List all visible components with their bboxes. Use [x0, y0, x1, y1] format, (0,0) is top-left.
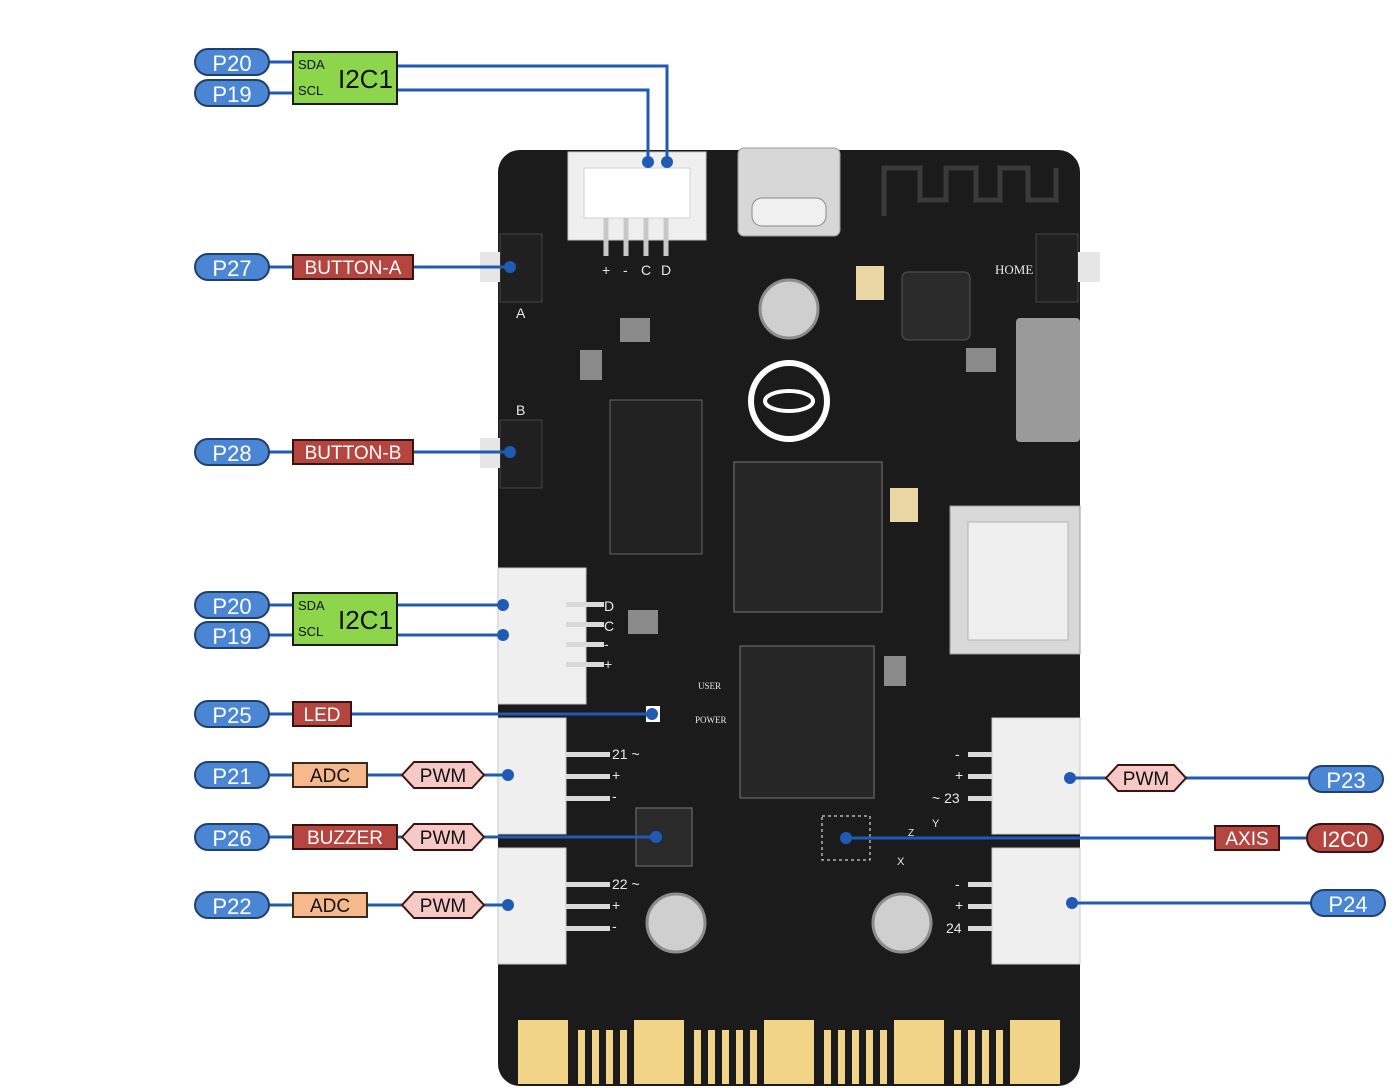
silk-side-minus: - [604, 636, 609, 652]
silk-button-a: A [516, 305, 526, 321]
pin-p19-top: P19 [194, 79, 270, 107]
silk-button-b: B [516, 402, 526, 418]
i2c-name: I2C1 [338, 64, 393, 94]
pwm-text-p23: PWM [1123, 769, 1169, 790]
silk-side-d: D [604, 598, 615, 614]
silk-power: POWER [695, 715, 727, 725]
button-home [1035, 233, 1079, 303]
pin-p20-side: P20 [194, 591, 270, 619]
pwm-text-p21: PWM [420, 766, 466, 787]
silk-port22-minus: - [612, 918, 617, 934]
silk-axis-y: Y [932, 818, 940, 830]
chip-wifi [901, 271, 971, 341]
scl-label: SCL [298, 624, 324, 639]
pin-p26: P26 [194, 823, 270, 851]
pin-p19-side: P19 [194, 621, 270, 649]
pin-p22: P22 [194, 891, 270, 919]
silk-port24-plus: + [955, 897, 964, 913]
pin-p21: P21 [194, 761, 270, 789]
silk-top-c: C [641, 262, 652, 278]
adc-label-p21: ADC [292, 762, 368, 788]
silk-port22-plus: + [612, 897, 621, 913]
button-b-label: BUTTON-B [292, 439, 414, 465]
pwm-tag-p23 [1104, 764, 1188, 792]
p24-connector [991, 847, 1081, 965]
silk-port23-minus: - [955, 746, 960, 762]
pin-p25: P25 [194, 700, 270, 728]
chip-main [733, 461, 883, 613]
pwm-tag-p26 [400, 823, 486, 851]
silk-port23-plus: + [955, 767, 964, 783]
wire-dots [497, 156, 1078, 911]
silk-port23-signal: ~ 23 [932, 790, 960, 806]
silk-port21-signal: 21 ~ [612, 746, 640, 762]
silk-port22-signal: 22 ~ [612, 876, 640, 892]
silk-home: HOME [995, 262, 1034, 277]
led-label: LED [292, 701, 352, 727]
silk-port24-signal: 24 [946, 920, 962, 936]
microsd-slot [1016, 318, 1080, 442]
silk-top-plus: + [602, 262, 611, 278]
silk-axis-z: Z [908, 828, 915, 839]
silk-top-d: D [661, 262, 672, 278]
silk-side-c: C [604, 618, 615, 634]
i2c1-top-box: SDA SCL I2C1 [292, 51, 398, 105]
buzzer-label: BUZZER [292, 824, 398, 850]
axis-label: AXIS [1214, 825, 1280, 851]
pwm-tag-p21 [400, 761, 486, 789]
silk-axis-x: X [897, 856, 905, 868]
screw-bottom-right [871, 892, 933, 954]
screw-top [758, 278, 820, 340]
sda-label: SDA [298, 57, 325, 72]
board-logo [748, 360, 830, 442]
antenna-trace [881, 165, 1059, 216]
silk-side-plus: + [604, 656, 613, 672]
pin-p23: P23 [1308, 765, 1384, 793]
i2c1-side-box: SDA SCL I2C1 [292, 592, 398, 646]
i2c-name: I2C1 [338, 605, 393, 635]
adc-label-p22: ADC [292, 892, 368, 918]
pwm-tag-p22 [400, 891, 486, 919]
side-connector [497, 567, 587, 705]
pin-p24: P24 [1310, 889, 1386, 917]
silk-port24-minus: - [955, 876, 960, 892]
silk-port21-plus: + [612, 767, 621, 783]
pwm-text-p26: PWM [420, 828, 466, 849]
pwm-text-p22: PWM [420, 896, 466, 917]
chip-left [609, 399, 703, 555]
button-a-label: BUTTON-A [292, 254, 414, 280]
sda-label: SDA [298, 598, 325, 613]
screw-bottom-left [645, 892, 707, 954]
scl-label: SCL [298, 83, 324, 98]
chip-lower [739, 645, 875, 799]
bus-i2c0: I2C0 [1306, 823, 1384, 853]
silk-user: USER [698, 681, 722, 691]
wires [268, 60, 1312, 907]
pin-p20-top: P20 [194, 48, 270, 76]
edge-connector [518, 1020, 1060, 1084]
silk-port21-minus: - [612, 788, 617, 804]
pin-p28: P28 [194, 438, 270, 466]
silk-top-minus: - [623, 262, 628, 278]
pin-p27: P27 [194, 253, 270, 281]
